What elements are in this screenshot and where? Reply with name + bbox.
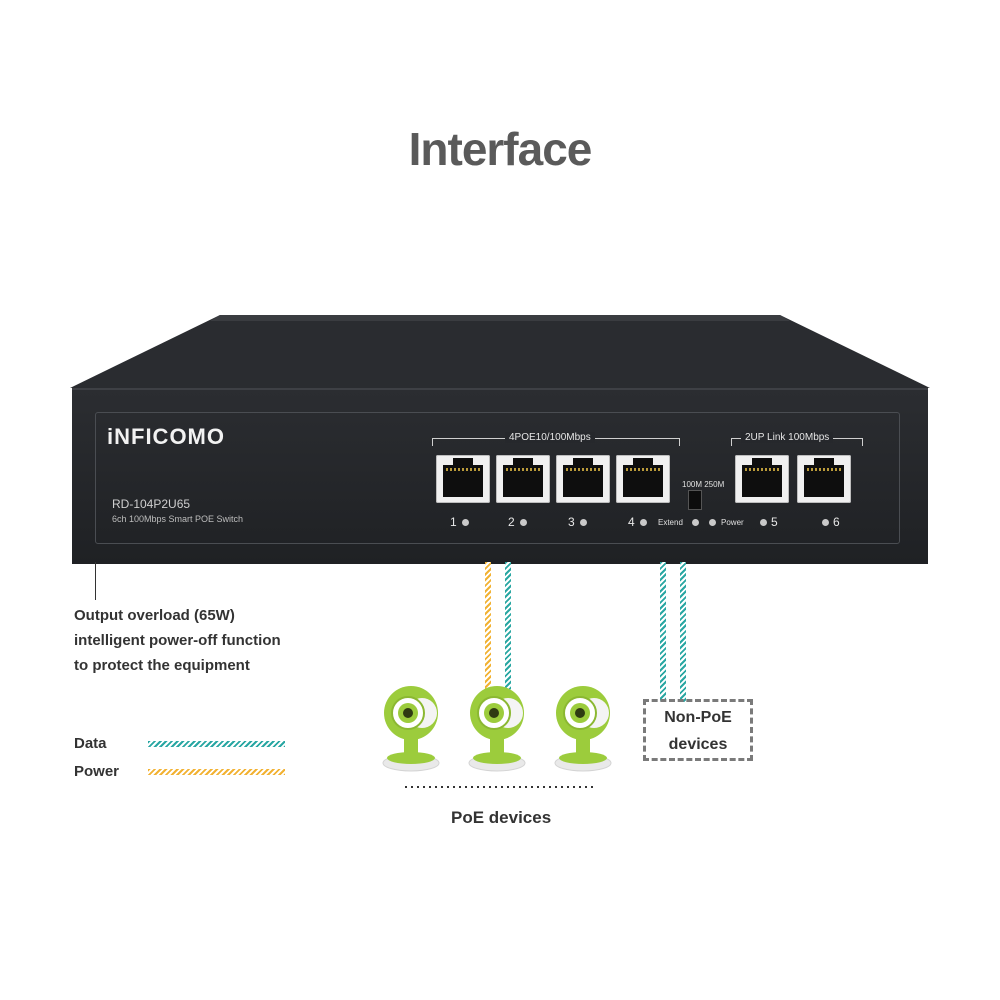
port-label-6: 6: [833, 515, 840, 529]
power-led: [709, 519, 716, 526]
non-poe-line-2: devices: [668, 736, 728, 753]
port-led-5: [760, 519, 767, 526]
brand-logo: iNFICOMO: [107, 424, 225, 449]
rj45-port-2[interactable]: [496, 455, 550, 503]
note-line-3: to protect the equipment: [74, 657, 250, 674]
switch-top-face: [70, 315, 930, 388]
port-led-3: [580, 519, 587, 526]
port-label-4: 4: [628, 515, 635, 529]
port-label-5: 5: [771, 515, 778, 529]
switch-label: 100M 250M: [682, 480, 725, 489]
non-poe-line-1: Non-PoE: [664, 709, 732, 726]
rj45-port-1[interactable]: [436, 455, 490, 503]
nonpoe-data-cable-1: [660, 562, 666, 702]
port-led-6: [822, 519, 829, 526]
port-led-1: [462, 519, 469, 526]
model-description: 6ch 100Mbps Smart POE Switch: [112, 514, 244, 524]
page-title: Interface: [408, 123, 593, 175]
rj45-port-5[interactable]: [735, 455, 789, 503]
camera-icon: [382, 686, 440, 772]
extend-label: Extend: [658, 518, 683, 527]
switch-faceplate: [95, 412, 900, 544]
legend-data-label: Data: [74, 735, 107, 752]
poe-devices-divider: [405, 786, 595, 788]
port-label-3: 3: [568, 515, 575, 529]
nonpoe-data-cable-2: [680, 562, 686, 702]
port-led-2: [520, 519, 527, 526]
extend-dip-switch[interactable]: [688, 490, 702, 510]
power-label: Power: [721, 518, 744, 527]
note-line-1: Output overload (65W): [74, 607, 235, 624]
extend-led: [692, 519, 699, 526]
rj45-port-4[interactable]: [616, 455, 670, 503]
note-pointer-line: [95, 562, 96, 600]
note-line-2: intelligent power-off function: [74, 632, 281, 649]
poe-group-label: 4POE10/100Mbps: [505, 432, 595, 443]
legend-data-line: [148, 741, 285, 747]
camera-icon: [554, 686, 612, 772]
uplink-group-label: 2UP Link 100Mbps: [741, 432, 834, 443]
legend-power-label: Power: [74, 763, 120, 780]
port-label-1: 1: [450, 515, 457, 529]
poe-data-cable: [505, 562, 511, 692]
overload-note: Output overload (65W) intelligent power-…: [74, 603, 281, 678]
rj45-port-6[interactable]: [797, 455, 851, 503]
legend-power-line: [148, 769, 285, 775]
camera-icon: [468, 686, 526, 772]
port-label-2: 2: [508, 515, 515, 529]
non-poe-devices-box: Non-PoE devices: [643, 699, 753, 761]
poe-devices-label: PoE devices: [451, 808, 552, 827]
model-number: RD-104P2U65: [112, 497, 191, 511]
port-led-4: [640, 519, 647, 526]
rj45-port-3[interactable]: [556, 455, 610, 503]
poe-power-cable: [485, 562, 491, 692]
